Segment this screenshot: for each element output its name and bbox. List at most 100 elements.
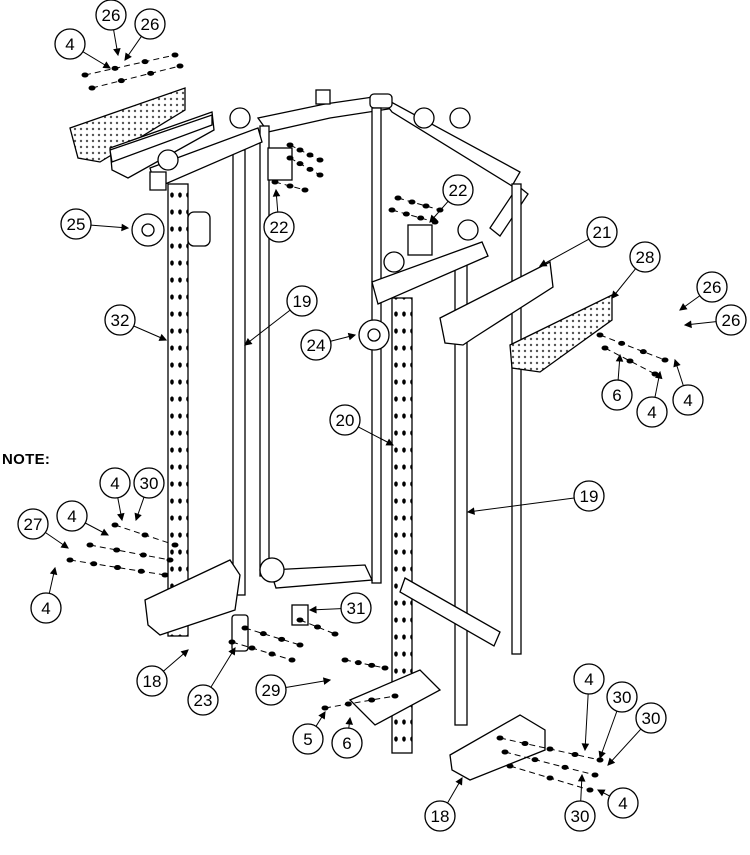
leader-line-21 (539, 238, 590, 267)
left-top-crossmember-26 (109, 114, 213, 163)
leader-arrowhead (49, 566, 58, 576)
leader-line-30 (607, 728, 642, 766)
leader-arrowhead (581, 743, 590, 752)
nut-washer (626, 358, 634, 364)
leader-arrowhead (598, 750, 606, 760)
callout-28: 28 (629, 241, 661, 273)
callout-23: 23 (187, 684, 219, 716)
callout-26: 26 (134, 8, 166, 40)
nut-washer (314, 624, 321, 630)
callout-circle (442, 174, 474, 206)
callout-18: 18 (424, 800, 456, 832)
callout-number: 18 (431, 807, 450, 826)
callout-19: 19 (286, 285, 318, 317)
callout-circle (30, 592, 62, 624)
bottom-side-crossmember (399, 577, 501, 647)
bracket-22-right (407, 224, 433, 256)
top-pulley-b (413, 107, 435, 129)
right-upright-20 (391, 297, 413, 754)
bracket-22-left (267, 147, 293, 181)
bolt-axis (89, 544, 171, 561)
callout-number: 4 (110, 474, 119, 493)
bottom-pulley (259, 557, 285, 583)
callout-circle (606, 681, 638, 713)
callout-number: 30 (571, 807, 590, 826)
bolt-axis (391, 209, 436, 223)
bolt-axis (504, 751, 596, 776)
callout-number: 26 (722, 311, 741, 330)
callout-circle (104, 304, 136, 336)
bolt-axis (397, 197, 441, 211)
callout-4: 4 (30, 592, 62, 624)
bolt-axis (344, 659, 386, 669)
leader-line-30 (599, 710, 618, 759)
leader-arrowhead (100, 528, 109, 536)
rear-upright-left (259, 125, 270, 577)
top-side-crossmember (379, 95, 521, 187)
leader-arrowhead (228, 647, 236, 656)
callout-number: 22 (270, 218, 289, 237)
nut-washer (296, 642, 304, 648)
nut-washer (661, 357, 669, 363)
bolt-axis (299, 619, 336, 635)
plate-21 (439, 260, 554, 346)
handle-loop (187, 211, 211, 247)
spindle-23 (231, 614, 249, 652)
callout-circle (586, 216, 618, 248)
left-top-crossmember-front (149, 171, 167, 191)
top-angled-arm (489, 185, 529, 237)
rack-frame (69, 87, 613, 781)
callout-22: 22 (442, 174, 474, 206)
callout-30: 30 (635, 702, 667, 734)
bolt-axis (91, 65, 181, 89)
callout-circle (672, 384, 704, 416)
bolt-axis (289, 157, 321, 176)
callout-circle (601, 379, 633, 411)
callout-number: 29 (262, 681, 281, 700)
leader-arrowhead (615, 353, 624, 362)
callout-circle (286, 285, 318, 317)
leader-arrowhead (134, 512, 142, 522)
callout-29: 29 (255, 674, 287, 706)
bolt-axis (231, 641, 293, 661)
callout-number: 23 (194, 691, 213, 710)
callout-circle (573, 663, 605, 695)
callout-number: 18 (143, 672, 162, 691)
nut-washer (417, 215, 425, 221)
left-upright-19 (232, 149, 246, 596)
callout-circle (340, 592, 372, 624)
pulley-24-inner (367, 328, 381, 342)
leader-arrowhead (385, 438, 394, 446)
leader-arrowhead (679, 303, 688, 311)
callout-26: 26 (715, 304, 747, 336)
leader-line-19 (244, 309, 291, 346)
callout-number: 19 (580, 487, 599, 506)
callout-26: 26 (95, 0, 127, 31)
callout-number: 25 (67, 215, 86, 234)
leader-arrowhead (466, 507, 475, 515)
callout-26: 26 (696, 271, 728, 303)
bolt-axis (69, 559, 166, 576)
leader-arrowhead (607, 757, 616, 766)
bolt-axis (244, 627, 301, 646)
perforated-plate-28 (509, 293, 613, 373)
leader-arrowhead (322, 677, 332, 685)
callout-number: 21 (593, 223, 612, 242)
callout-circle (564, 800, 596, 832)
leader-arrowhead (683, 320, 692, 329)
leader-arrowhead (60, 541, 69, 549)
callout-number: 4 (67, 507, 76, 526)
callout-number: 22 (449, 181, 468, 200)
callout-circle (60, 208, 92, 240)
nut-washer (278, 636, 286, 642)
callout-circle (573, 480, 605, 512)
callout-circle (629, 241, 661, 273)
callout-number: 20 (336, 411, 355, 430)
callout-4: 4 (54, 28, 86, 60)
callout-circle (255, 674, 287, 706)
leader-arrowhead (308, 605, 317, 614)
leader-arrowhead (673, 358, 681, 368)
callout-number: 4 (584, 670, 593, 689)
